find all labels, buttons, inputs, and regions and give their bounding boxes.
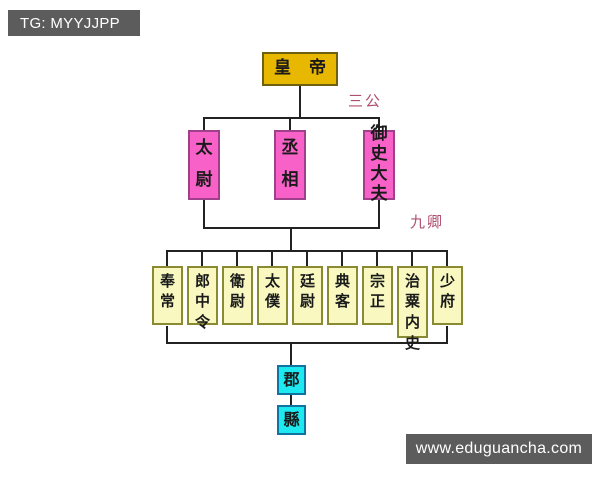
group-label-three-dukes: 三公 (348, 92, 383, 110)
node-zongzheng-char-2: 正 (369, 292, 385, 311)
node-zhisuneishi-char-4: 史 (404, 333, 420, 352)
connector-ministers-stem (290, 227, 292, 251)
node-dianke-char-1: 典 (334, 271, 350, 290)
group-label-nine-ministers: 九卿 (410, 213, 445, 231)
connector-minister-riser-right (446, 326, 448, 343)
node-jun-char-1: 郡 (283, 369, 300, 389)
connector-minister-drop-4 (271, 250, 273, 267)
node-taipu[interactable]: 太 僕 (257, 266, 288, 325)
node-emperor-char-2: 帝 (309, 58, 335, 79)
connector-minister-drop-7 (376, 250, 378, 267)
node-yushidafu-char-4: 夫 (370, 183, 388, 204)
connector-dukes-bus (203, 117, 379, 119)
node-weiwei[interactable]: 衛 尉 (222, 266, 253, 325)
node-langzhongling-char-1: 郎 (194, 271, 210, 290)
node-tingwei-char-1: 廷 (299, 271, 315, 290)
node-taipu-char-1: 太 (264, 271, 280, 290)
connector-duke-riser-right (378, 199, 380, 228)
connector-minister-drop-3 (236, 250, 238, 267)
node-zongzheng-char-1: 宗 (369, 271, 385, 290)
node-weiwei-char-2: 尉 (229, 292, 245, 311)
node-zhisuneishi-char-1: 治 (404, 271, 420, 290)
connector-minister-drop-6 (341, 250, 343, 267)
node-taiwei-char-1: 太 (195, 138, 213, 159)
node-jun[interactable]: 郡 (277, 365, 306, 395)
node-langzhongling[interactable]: 郎 中 令 (187, 266, 218, 330)
website-watermark: www.eduguancha.com (406, 434, 592, 464)
node-yushidafu-char-1: 御 (370, 124, 388, 145)
node-zhisuneishi[interactable]: 治 粟 内 史 (397, 266, 428, 351)
node-langzhongling-char-2: 中 (194, 292, 210, 311)
node-fengchang-char-1: 奉 (159, 271, 175, 290)
node-shaofu-char-2: 府 (439, 292, 455, 311)
connector-minister-drop-8 (411, 250, 413, 267)
connector-minister-drop-1 (166, 250, 168, 267)
connector-jun-xian-stem (290, 395, 292, 407)
node-zongzheng[interactable]: 宗 正 (362, 266, 393, 325)
node-yushidafu-char-3: 大 (370, 164, 388, 184)
node-tingwei[interactable]: 廷 尉 (292, 266, 323, 325)
node-dianke[interactable]: 典 客 (327, 266, 358, 325)
node-taiwei[interactable]: 太 尉 (188, 130, 220, 200)
connector-duke-drop-2 (289, 117, 291, 132)
node-shaofu[interactable]: 少 府 (432, 266, 463, 325)
connector-emperor-stem (299, 86, 301, 118)
node-yushidafu[interactable]: 御 史 大 夫 (363, 125, 395, 203)
node-shaofu-char-1: 少 (439, 271, 455, 290)
connector-minister-riser-left (166, 326, 168, 343)
node-emperor-char-1: 皇 (274, 58, 300, 79)
node-weiwei-char-1: 衛 (229, 271, 245, 290)
node-xian-char-1: 縣 (283, 409, 300, 429)
node-fengchang[interactable]: 奉 常 (152, 266, 183, 325)
node-taiwei-char-2: 尉 (195, 170, 213, 190)
node-chengxiang-char-1: 丞 (281, 138, 299, 159)
node-xian[interactable]: 縣 (277, 405, 306, 435)
node-zhisuneishi-char-2: 粟 (404, 292, 420, 311)
telegram-tag-watermark: TG: MYYJJPP (8, 10, 140, 36)
connector-local-feeder-bus (166, 342, 448, 344)
connector-minister-drop-9 (446, 250, 448, 267)
connector-jun-stem (290, 342, 292, 367)
node-dianke-char-2: 客 (334, 292, 350, 311)
node-zhisuneishi-char-3: 内 (404, 313, 420, 331)
node-fengchang-char-2: 常 (159, 292, 175, 311)
node-taipu-char-2: 僕 (264, 292, 280, 311)
connector-duke-drop-1 (203, 117, 205, 132)
node-emperor[interactable]: 皇帝 (262, 52, 338, 86)
node-chengxiang[interactable]: 丞 相 (274, 130, 306, 200)
connector-duke-drop-3 (378, 117, 380, 132)
connector-duke-riser-left (203, 199, 205, 228)
node-chengxiang-char-2: 相 (281, 170, 299, 190)
connector-minister-drop-2 (201, 250, 203, 267)
node-langzhongling-char-3: 令 (194, 313, 210, 331)
node-yushidafu-char-2: 史 (370, 144, 388, 165)
connector-minister-drop-5 (306, 250, 308, 267)
node-tingwei-char-2: 尉 (299, 292, 315, 311)
